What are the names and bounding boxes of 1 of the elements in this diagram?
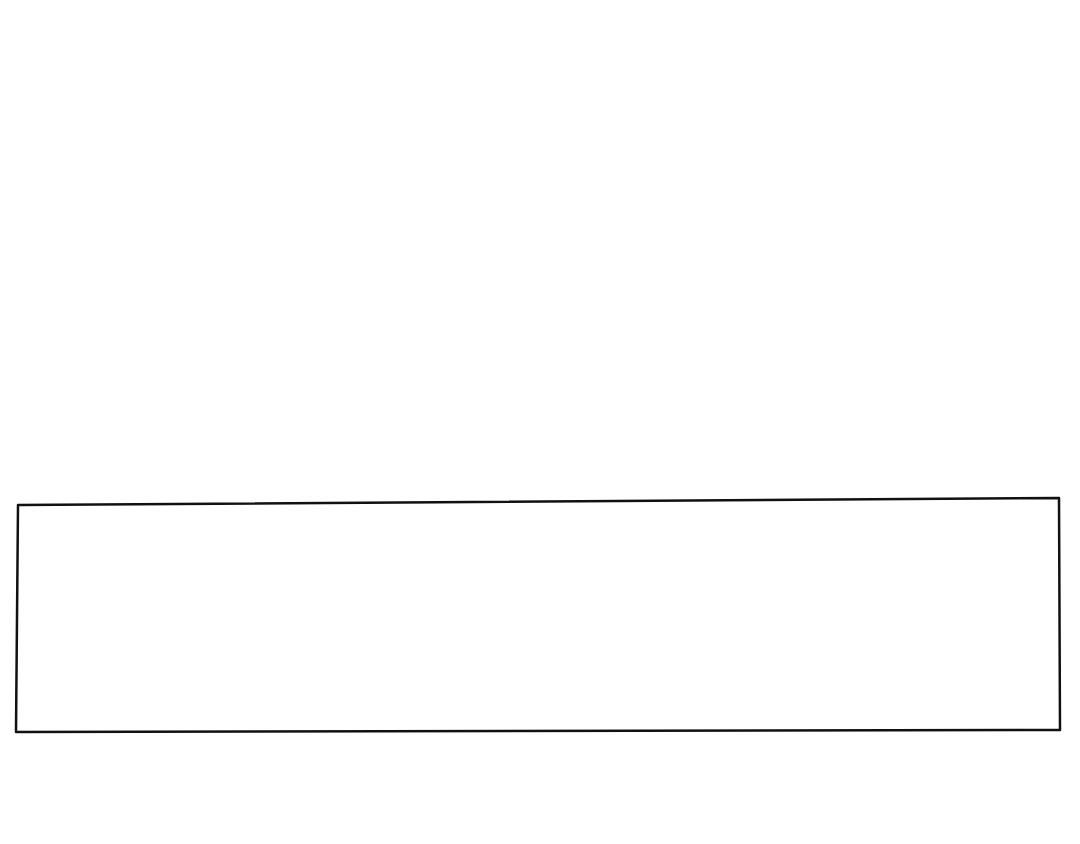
empty-box [14, 496, 1062, 734]
